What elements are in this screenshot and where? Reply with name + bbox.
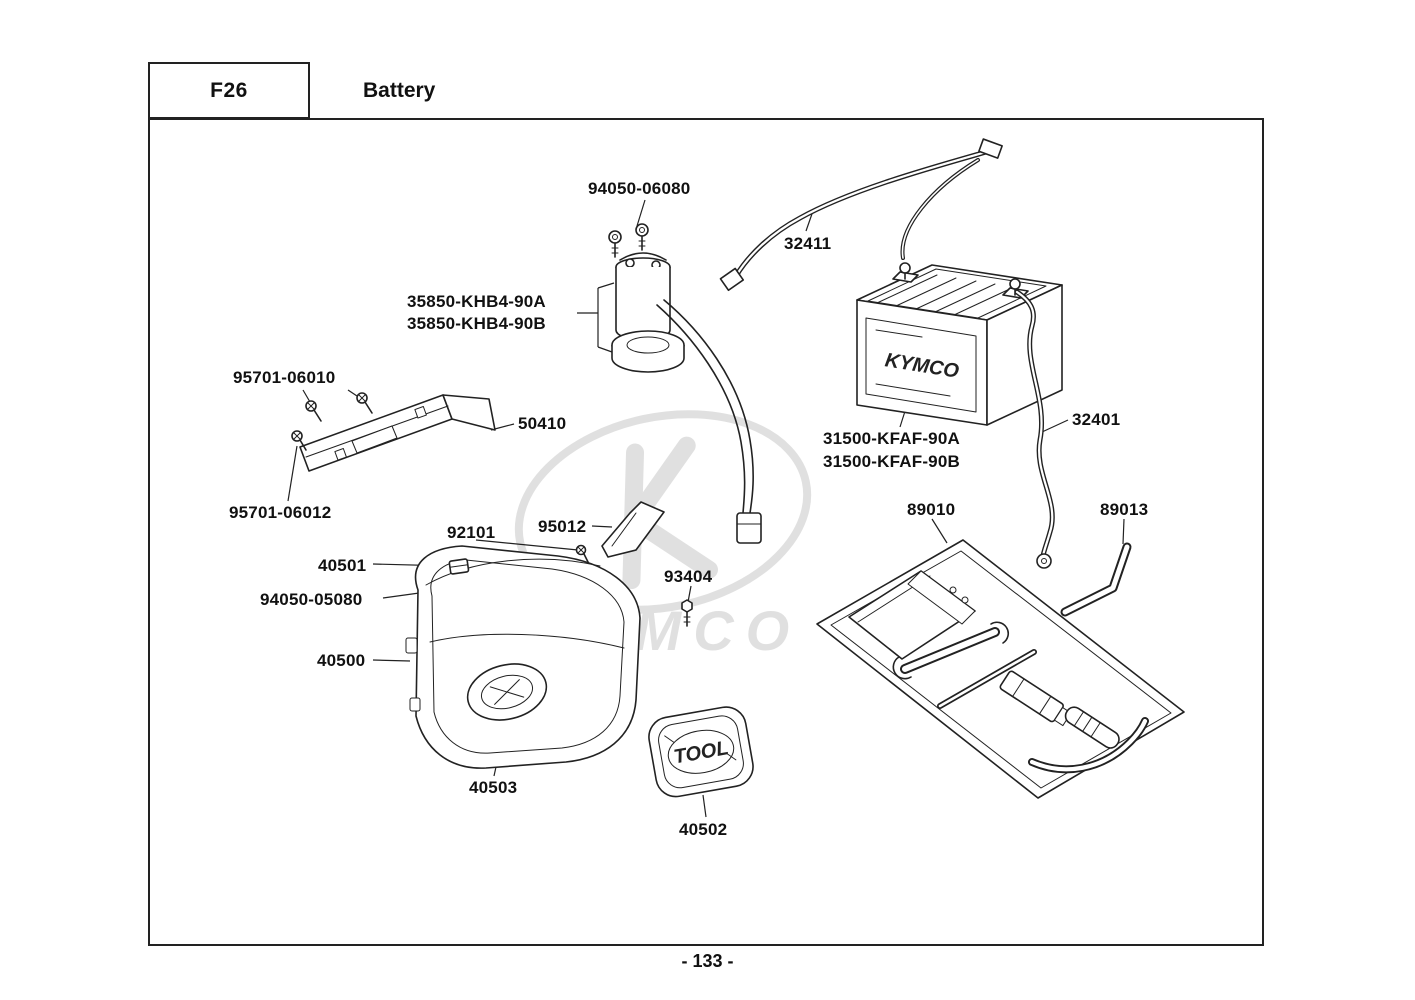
part-label-35850-khb4-90a: 35850-KHB4-90A: [407, 292, 546, 311]
part-label-95701-06012: 95701-06012: [229, 503, 332, 522]
tool-kit-illustration: [816, 539, 1185, 799]
cable-32411-illustration: [719, 138, 1003, 292]
bracket-illustration: [291, 392, 496, 472]
part-label-94050-06080: 94050-06080: [588, 179, 691, 198]
strap-illustration: [601, 501, 665, 558]
part-label-40500: 40500: [317, 651, 366, 670]
tool-cap-illustration: TOOL: [648, 706, 754, 798]
bolt-93404: [681, 599, 693, 627]
battery-box-illustration: [405, 545, 641, 769]
part-label-50410: 50410: [518, 414, 567, 433]
screw-95701-06010-a: [305, 400, 322, 422]
bolt-94050-06080-b: [635, 223, 649, 251]
part-label-32411: 32411: [784, 234, 832, 253]
part-label-40502: 40502: [679, 820, 728, 839]
part-label-92101: 92101: [447, 523, 496, 542]
page-title: Battery: [363, 79, 436, 102]
part-label-95012: 95012: [538, 517, 587, 536]
hex-wrench-illustration: [1060, 542, 1132, 617]
part-label-95701-06010: 95701-06010: [233, 368, 336, 387]
cable-32401-illustration: [1014, 289, 1055, 569]
screw-95701-06012: [291, 430, 307, 451]
part-label-32401: 32401: [1072, 410, 1121, 429]
section-code-box: F26: [148, 62, 310, 119]
part-label-89013: 89013: [1100, 500, 1149, 519]
part-label-40503: 40503: [469, 778, 518, 797]
page-number: - 133 -: [681, 951, 734, 971]
part-label-35850-khb4-90b: 35850-KHB4-90B: [407, 314, 546, 333]
clip-40501: [448, 558, 470, 575]
part-label-31500-kfaf-90a: 31500-KFAF-90A: [823, 429, 960, 448]
part-label-94050-05080: 94050-05080: [260, 590, 363, 609]
part-label-31500-kfaf-90b: 31500-KFAF-90B: [823, 452, 960, 471]
part-label-89010: 89010: [907, 500, 956, 519]
part-label-93404: 93404: [664, 567, 713, 586]
section-code: F26: [210, 78, 248, 102]
battery-illustration: KYMCO: [856, 262, 1063, 426]
bolt-94050-06080-a: [608, 230, 622, 258]
grommet-40503: [466, 663, 548, 721]
starter-relay-illustration: [608, 223, 762, 544]
part-label-40501: 40501: [318, 556, 367, 575]
diagram-frame: [148, 118, 1264, 946]
screw-95701-06010-b: [356, 392, 373, 414]
